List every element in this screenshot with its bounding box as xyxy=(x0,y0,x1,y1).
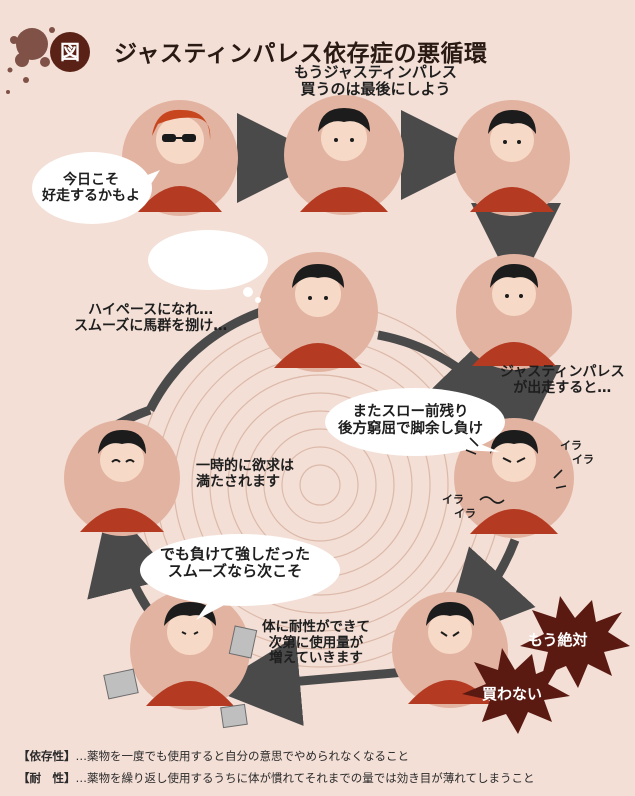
bubble-hope-text: ハイペースになれ…スムーズに馬群を捌け… xyxy=(74,302,228,335)
cycle-arrow-lower-left xyxy=(87,501,175,615)
irritation-label: イラ xyxy=(560,439,582,452)
bubble-slow-pace xyxy=(325,388,505,456)
bubble-runs-text: ジャスティンパレスが出走すると… xyxy=(500,364,625,397)
ink-splatter-decoration xyxy=(6,27,55,94)
figure-badge: 図 xyxy=(50,32,90,72)
irritation-label: イラ xyxy=(442,493,464,506)
circle-step-satisfied xyxy=(64,420,180,536)
bubble-start xyxy=(32,152,152,224)
irritation-label: イラ xyxy=(572,453,594,466)
burst-never xyxy=(520,596,630,688)
circle-step-worried xyxy=(454,100,570,216)
cycle-arrow-bottom xyxy=(210,636,406,726)
bubble-next-time-text: でも負けて強しだったスムーズなら次こそ xyxy=(160,545,311,581)
burst-shapes xyxy=(462,596,630,734)
bubble-next-time xyxy=(140,534,340,606)
circle-step-runs xyxy=(456,254,572,370)
circle-step-tolerance xyxy=(130,590,250,710)
packet-decorations xyxy=(103,625,258,729)
bubble-slow-pace-text: またスロー前残り後方窮屈で脚余し負け xyxy=(338,404,483,437)
burst-never-text: もう絶対 xyxy=(528,631,588,649)
circle-step-never-again xyxy=(392,592,508,708)
bubble-thought xyxy=(148,230,268,290)
bubble-last-buy-text: もうジャスティンパレス買うのは最後にしよう xyxy=(294,63,457,99)
speech-bubbles xyxy=(32,152,505,620)
burst-not-buy xyxy=(462,648,570,734)
circle-step-last-buy xyxy=(284,95,404,215)
step-circles xyxy=(64,95,574,710)
footer-dependence: 【依存性】…薬物を一度でも使用すると自分の意思でやめられなくなること xyxy=(18,749,409,763)
circle-step-hope xyxy=(258,252,378,372)
footer-tolerance: 【耐 性】…薬物を繰り返し使用するうちに体が慣れてそれまでの量では効き目が薄れて… xyxy=(18,771,535,785)
bubble-start-text: 今日こそ好走するかもよ xyxy=(42,172,140,205)
irritation-marks xyxy=(465,437,567,504)
burst-not-buy-text: 買わない xyxy=(482,685,543,703)
bubble-tolerance-text: 体に耐性ができて次第に使用量が増えていきます xyxy=(262,619,370,667)
page-title: ジャスティンパレス依存症の悪循環 xyxy=(114,41,488,67)
bubble-satisfied-text: 一時的に欲求は満たされます xyxy=(196,458,294,491)
irritation-label: イラ xyxy=(454,507,476,520)
